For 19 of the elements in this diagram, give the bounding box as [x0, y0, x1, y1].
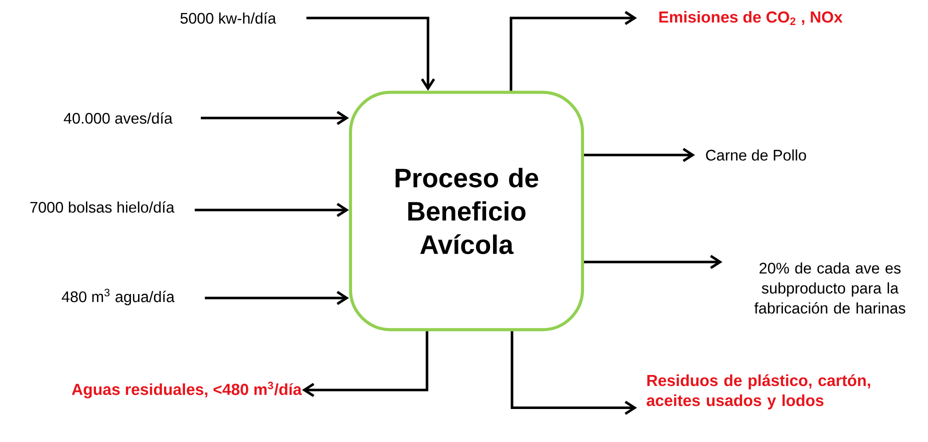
arrow: [200, 110, 349, 126]
arrow: [584, 254, 722, 270]
input-label: 480 m$^{3}$ agua/día: [62, 288, 175, 306]
input-label: 5000 kw-h/día: [180, 12, 276, 24]
output-label: 20% de cada ave es subproducto para la fabricación de harinas: [754, 262, 906, 314]
process-box: Proceso de Beneficio Avícola: [348, 90, 584, 332]
arrow: [306, 16, 436, 91]
output-label: Residuos de plástico, cartón, aceites usados y lodos: [646, 374, 870, 410]
arrow: [510, 10, 638, 91]
arrow: [204, 290, 349, 306]
output-label: Carne de Pollo: [706, 149, 806, 161]
output-label: Aguas residuales, <480 m$^{3}$/día: [72, 382, 302, 398]
input-label: 40.000 aves/día: [64, 112, 173, 124]
arrow: [302, 331, 428, 398]
arrow: [194, 202, 349, 218]
input-label: 7000 bolsas hielo/día: [30, 201, 174, 213]
output-label: Emisiones de CO$_{2}$ , NOx: [659, 10, 843, 26]
arrow: [510, 331, 638, 415]
arrow: [584, 148, 695, 162]
